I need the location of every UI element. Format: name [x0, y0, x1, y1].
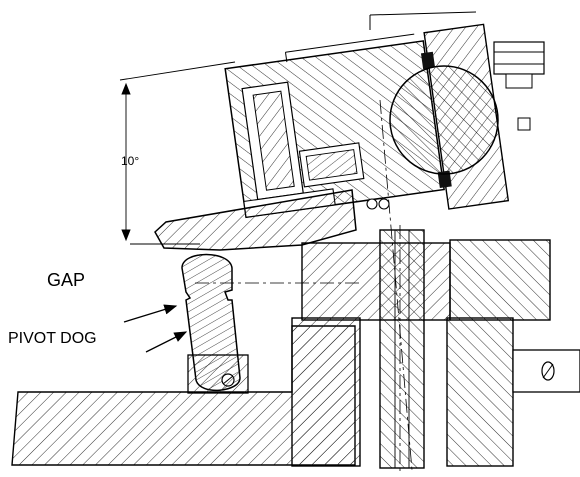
right-lower-block [446, 317, 514, 467]
top-bolt [493, 41, 545, 89]
pivot-dog-arrow [145, 331, 188, 353]
angle-label: 10° [121, 154, 140, 168]
gap-label: GAP [47, 270, 86, 290]
riser-block [291, 317, 361, 467]
lever-arm [154, 189, 357, 251]
central-block [301, 239, 551, 321]
central-shaft [379, 229, 425, 469]
gap-arrow [123, 304, 178, 323]
pivot-seat [187, 354, 249, 394]
center-lines [195, 99, 413, 472]
small-pins [366, 198, 390, 210]
right-bar [512, 349, 580, 393]
round-bar [389, 65, 531, 175]
angle-dimension [119, 61, 236, 245]
upper-frame-line [369, 11, 477, 30]
pivot-dog-label: PIVOT DOG [8, 330, 97, 347]
